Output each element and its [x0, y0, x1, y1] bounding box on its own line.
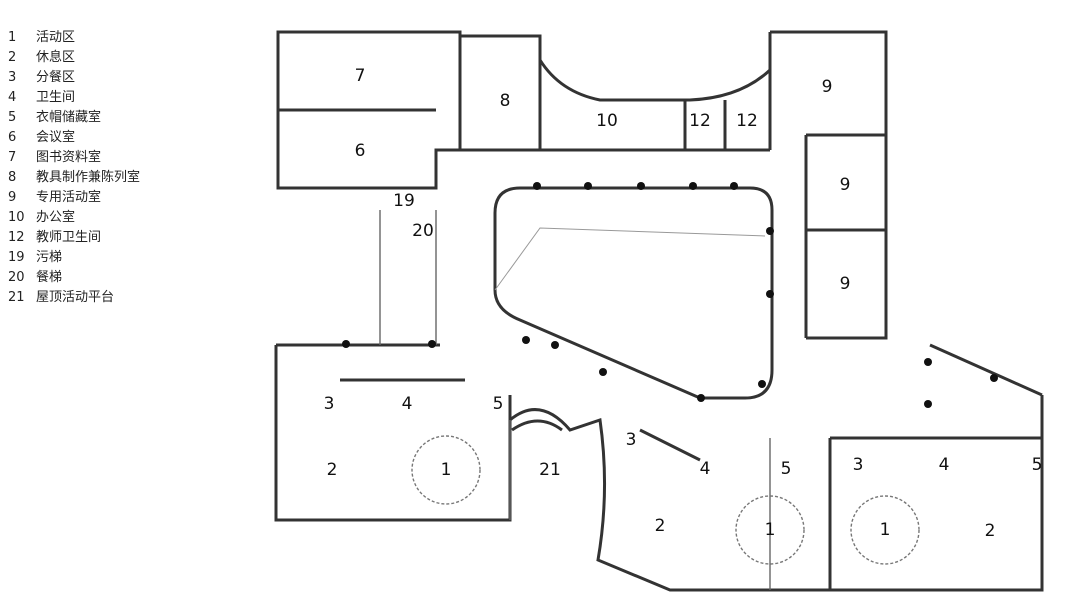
room-label-2-sw: 2 [327, 460, 338, 480]
legend-item: 21 屋顶活动平台 [8, 288, 140, 308]
room-label-5-sw: 5 [493, 394, 504, 414]
legend-label: 教具制作兼陈列室 [36, 170, 141, 185]
legend-item: 7 图书资料室 [8, 148, 140, 168]
legend-label: 卫生间 [36, 90, 76, 105]
block-southeast-wall [828, 436, 1044, 592]
legend-number: 21 [8, 290, 25, 305]
legend-number: 7 [8, 150, 17, 165]
block-east-wall [770, 30, 888, 340]
legend-item: 8 教具制作兼陈列室 [8, 168, 140, 188]
legend-number: 9 [8, 190, 17, 205]
legend-item: 2 休息区 [8, 48, 140, 68]
room-label-10: 10 [596, 111, 618, 131]
legend-number: 5 [8, 110, 17, 125]
legend-item: 10 办公室 [8, 208, 140, 228]
room-label-7: 7 [355, 66, 366, 86]
legend-number: 8 [8, 170, 17, 185]
central-courtyard-outline [493, 186, 774, 400]
room-label-4-sw: 4 [402, 394, 413, 414]
room-label-19: 19 [393, 191, 415, 211]
room-label-4-s: 4 [700, 459, 711, 479]
block-northwest-wall [276, 30, 462, 190]
legend-item: 19 污梯 [8, 248, 140, 268]
room-label-3-sw: 3 [324, 394, 335, 414]
room-label-5-se: 5 [1032, 455, 1043, 475]
legend-number: 4 [8, 90, 17, 105]
roof-terrace-curve [511, 419, 563, 432]
room-label-2-se: 2 [985, 521, 996, 541]
block-north-wall [460, 34, 772, 102]
legend-number: 2 [8, 50, 17, 65]
room-label-5-s: 5 [781, 459, 792, 479]
room-label-21: 21 [539, 460, 561, 480]
legend-number: 20 [8, 270, 25, 285]
room-legend: 1 活动区 2 休息区 3 分餐区 4 卫生间 5 衣帽储藏室 6 会议室 7 图书资料室 8 教具制作兼陈列… [8, 28, 140, 308]
legend-label: 图书资料室 [36, 150, 102, 165]
legend-item: 3 分餐区 [8, 68, 140, 88]
legend-item: 4 卫生间 [8, 88, 140, 108]
legend-item: 5 衣帽储藏室 [8, 108, 140, 128]
room-label-3-se: 3 [853, 455, 864, 475]
legend-label: 屋顶活动平台 [36, 290, 115, 305]
block-southwest-wall [274, 343, 512, 522]
legend-item: 9 专用活动室 [8, 188, 140, 208]
legend-label: 活动区 [36, 30, 76, 45]
room-label-9-middle: 9 [840, 175, 851, 195]
legend-label: 休息区 [36, 50, 76, 65]
legend-number: 1 [8, 30, 17, 45]
room-label-9-top: 9 [822, 77, 833, 97]
room-label-12-left: 12 [689, 111, 711, 131]
legend-label: 教师卫生间 [36, 230, 102, 245]
legend-label: 办公室 [36, 210, 76, 225]
legend-label: 会议室 [36, 130, 76, 145]
legend-label: 污梯 [36, 250, 63, 265]
legend-number: 6 [8, 130, 17, 145]
room-label-3-s: 3 [626, 430, 637, 450]
room-label-1-sw: 1 [441, 460, 452, 480]
legend-number: 10 [8, 210, 25, 225]
legend-item: 6 会议室 [8, 128, 140, 148]
block-south-wall [509, 408, 830, 592]
room-label-1-s: 1 [765, 520, 776, 540]
legend-label: 分餐区 [36, 70, 76, 85]
room-label-6: 6 [355, 141, 366, 161]
legend-label: 衣帽储藏室 [36, 110, 102, 125]
room-label-2-s: 2 [655, 516, 666, 536]
legend-item: 1 活动区 [8, 28, 140, 48]
legend-label: 专用活动室 [36, 190, 102, 205]
room-label-12-right: 12 [736, 111, 758, 131]
room-label-20: 20 [412, 221, 434, 241]
legend-item: 12 教师卫生间 [8, 228, 140, 248]
legend-number: 12 [8, 230, 25, 245]
room-label-8: 8 [500, 91, 511, 111]
room-label-4-se: 4 [939, 455, 950, 475]
courtyard-roof-line [494, 227, 766, 291]
legend-number: 3 [8, 70, 17, 85]
legend-label: 餐梯 [36, 270, 63, 285]
room-label-1-se: 1 [880, 520, 891, 540]
legend-number: 19 [8, 250, 25, 265]
room-label-9-bottom: 9 [840, 274, 851, 294]
legend-item: 20 餐梯 [8, 268, 140, 288]
